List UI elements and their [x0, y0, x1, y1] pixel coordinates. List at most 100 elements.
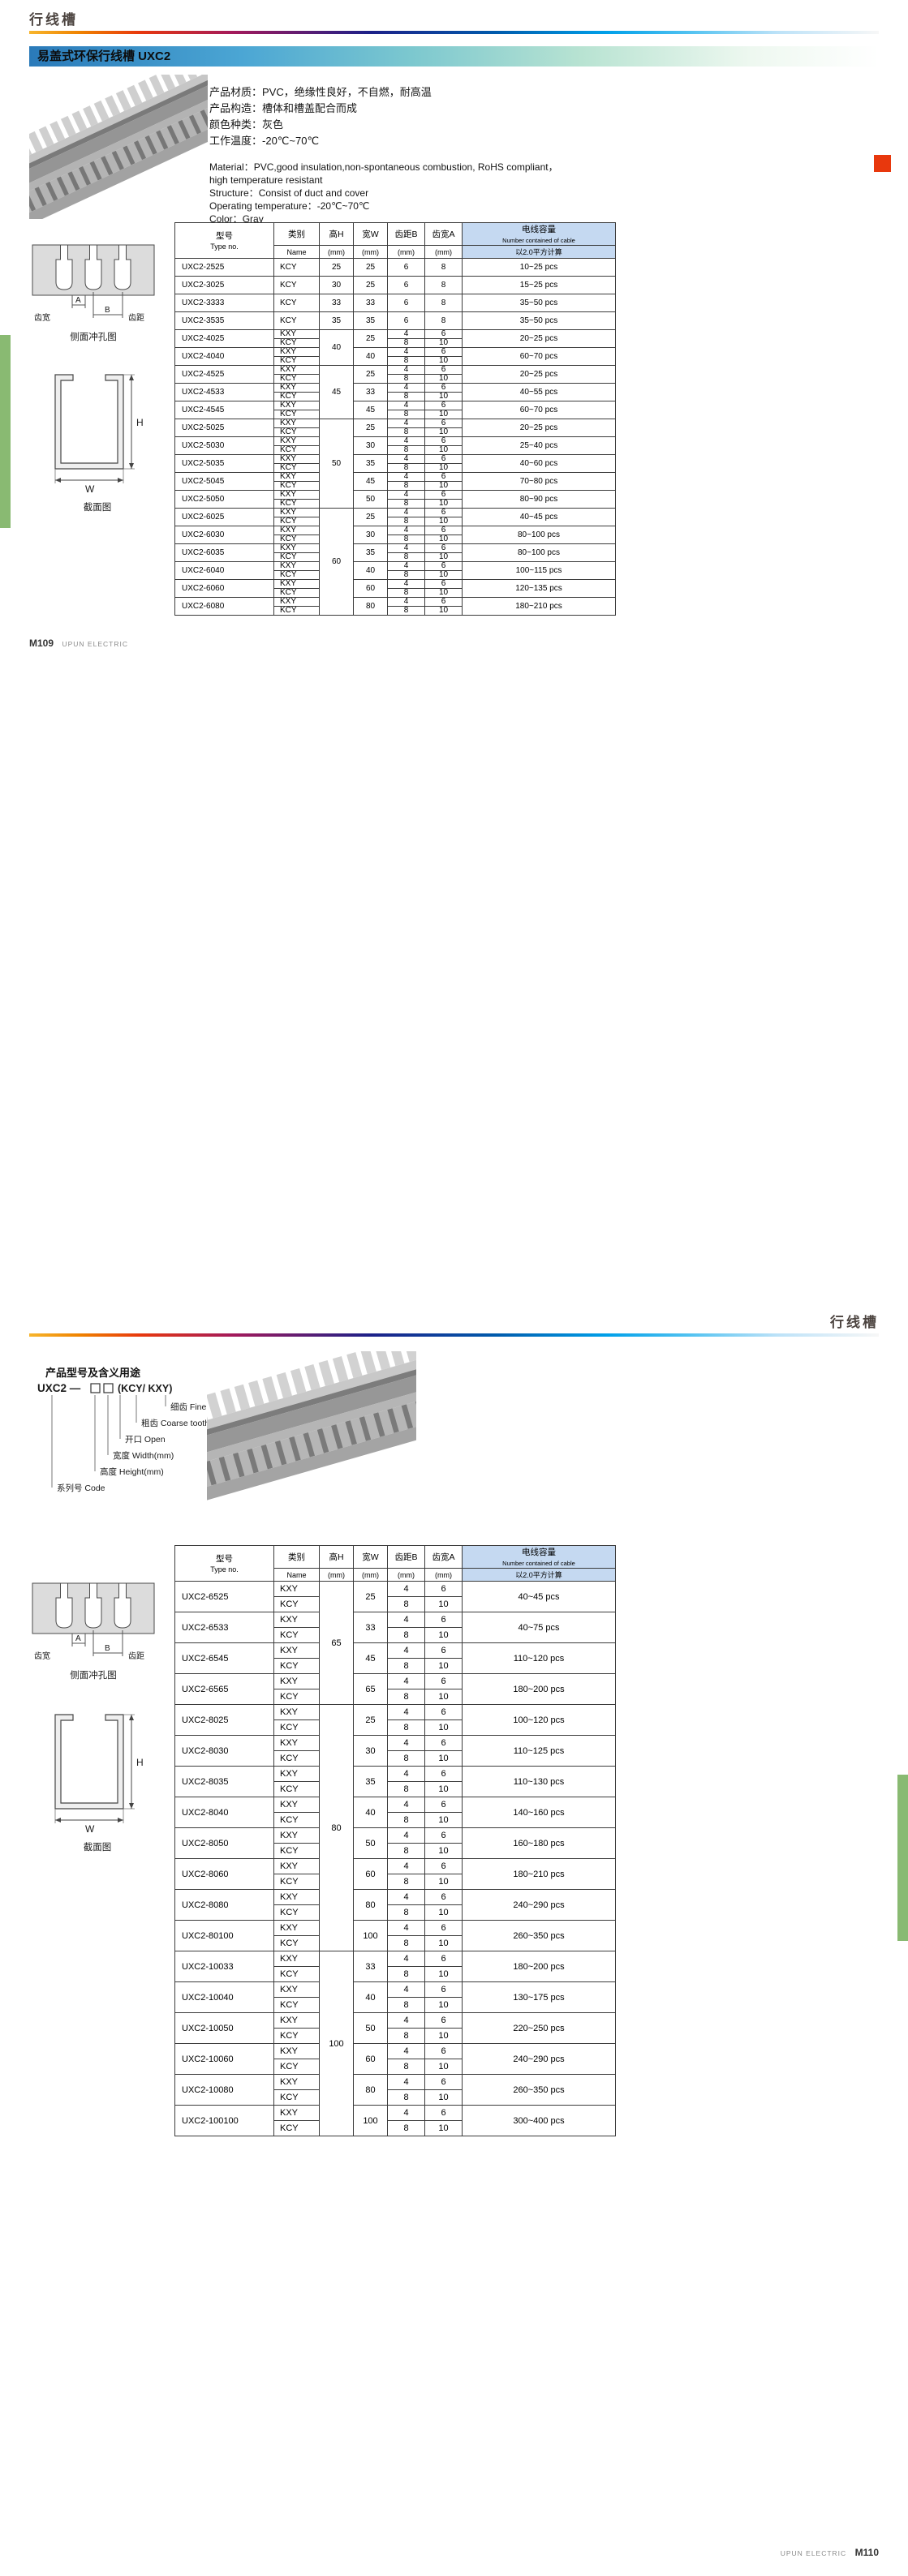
width-value: 80	[353, 1889, 388, 1921]
class-name: KXY	[273, 1612, 320, 1628]
tooth-a-value: 10	[424, 1596, 463, 1612]
pitch-b-value: 8	[387, 1750, 425, 1767]
class-name: KXY	[273, 561, 320, 571]
pitch-b-value: 4	[387, 383, 425, 393]
height-value: 30	[319, 276, 354, 294]
tooth-a-value: 10	[424, 338, 463, 348]
tooth-a-value: 6	[424, 2043, 463, 2059]
dim-w-label: W	[85, 1823, 95, 1835]
width-value: 45	[353, 1642, 388, 1674]
class-name: KCY	[273, 1750, 320, 1767]
tooth-a-value: 10	[424, 499, 463, 509]
pitch-b-value: 4	[387, 365, 425, 375]
section-edge-tab	[897, 1775, 908, 1941]
class-name: KXY	[273, 365, 320, 375]
class-name: KXY	[273, 2074, 320, 2090]
col-header-tooth-a: 齿宽A	[424, 222, 463, 246]
width-value: 33	[353, 294, 388, 312]
tooth-a-value: 8	[424, 258, 463, 277]
spec-line-temperature-cn: 工作温度：-20℃~70℃	[209, 135, 320, 147]
pitch-b-value: 8	[387, 374, 425, 384]
tooth-a-value: 6	[424, 347, 463, 357]
width-value: 25	[353, 365, 388, 384]
width-value: 40	[353, 1797, 388, 1828]
model-type: UXC2-4025	[174, 329, 274, 348]
width-value: 80	[353, 597, 388, 616]
header-gradient-rule	[29, 31, 879, 34]
class-name: KCY	[273, 463, 320, 473]
tooth-a-value: 6	[424, 1889, 463, 1905]
width-value: 33	[353, 1612, 388, 1643]
class-name: KCY	[273, 1689, 320, 1705]
page-m110: 行线槽 产品型号及含义用途 UXC2 — (KCY/ KXY) 细齿 Fine …	[0, 1288, 908, 2576]
diagram-caption: 截面图	[83, 1843, 112, 1853]
model-label-open: 开口 Open	[125, 1435, 166, 1445]
side-punch-diagram: 齿宽 A B 齿距 侧面冲孔图	[29, 1578, 157, 1681]
col-header-pitch-b: 齿距B	[387, 222, 425, 246]
height-value: 60	[319, 508, 354, 616]
pitch-b-value: 4	[387, 472, 425, 482]
capacity-value: 180~200 pcs	[462, 1673, 616, 1705]
class-name: KXY	[273, 454, 320, 464]
width-value: 25	[353, 1581, 388, 1612]
diagram-caption: 截面图	[83, 503, 112, 513]
capacity-value: 25~40 pcs	[462, 436, 616, 455]
class-name: KCY	[273, 374, 320, 384]
tooth-a-value: 6	[424, 2012, 463, 2029]
width-value: 30	[353, 1735, 388, 1767]
col-subheader-width-mm: (mm)	[353, 1568, 388, 1582]
capacity-value: 40~45 pcs	[462, 508, 616, 526]
product-banner-title: 易盖式环保行线槽 UXC2	[29, 46, 879, 67]
capacity-value: 35~50 pcs	[462, 311, 616, 330]
capacity-value: 260~350 pcs	[462, 1920, 616, 1951]
pitch-b-value: 8	[387, 2089, 425, 2106]
dim-b-label: B	[105, 1644, 110, 1653]
capacity-value: 40~45 pcs	[462, 1581, 616, 1612]
class-name: KXY	[273, 1981, 320, 1998]
width-value: 60	[353, 2043, 388, 2075]
spec-line-structure-cn: 产品构造：槽体和槽盖配合而成	[209, 102, 358, 114]
class-name: KCY	[273, 499, 320, 509]
class-name: KCY	[273, 1997, 320, 2013]
tooth-a-value: 10	[424, 445, 463, 455]
col-subheader-capacity-note: 以2.0平方计算	[462, 245, 616, 259]
tooth-width-label: 齿宽	[34, 312, 50, 323]
pitch-b-value: 8	[387, 410, 425, 419]
model-type: UXC2-6525	[174, 1581, 274, 1612]
tooth-a-value: 8	[424, 294, 463, 312]
width-value: 25	[353, 258, 388, 277]
col-header-width: 宽W	[353, 1545, 388, 1569]
model-digit-box-height	[90, 1383, 101, 1393]
tooth-a-value: 6	[424, 1981, 463, 1998]
tooth-a-value: 6	[424, 1704, 463, 1720]
tooth-a-value: 10	[424, 481, 463, 491]
col-subheader-capacity-note: 以2.0平方计算	[462, 1568, 616, 1582]
class-name: KCY	[273, 2028, 320, 2044]
pitch-b-value: 4	[387, 1981, 425, 1998]
model-type: UXC2-4533	[174, 383, 274, 401]
pitch-b-value: 4	[387, 1581, 425, 1597]
dim-w-label: W	[85, 483, 95, 495]
capacity-value: 160~180 pcs	[462, 1827, 616, 1859]
tooth-a-value: 6	[424, 526, 463, 535]
pitch-b-value: 4	[387, 543, 425, 553]
tooth-a-value: 6	[424, 1766, 463, 1782]
class-name: KCY	[273, 410, 320, 419]
capacity-value: 100~115 pcs	[462, 561, 616, 580]
model-type: UXC2-5025	[174, 419, 274, 437]
